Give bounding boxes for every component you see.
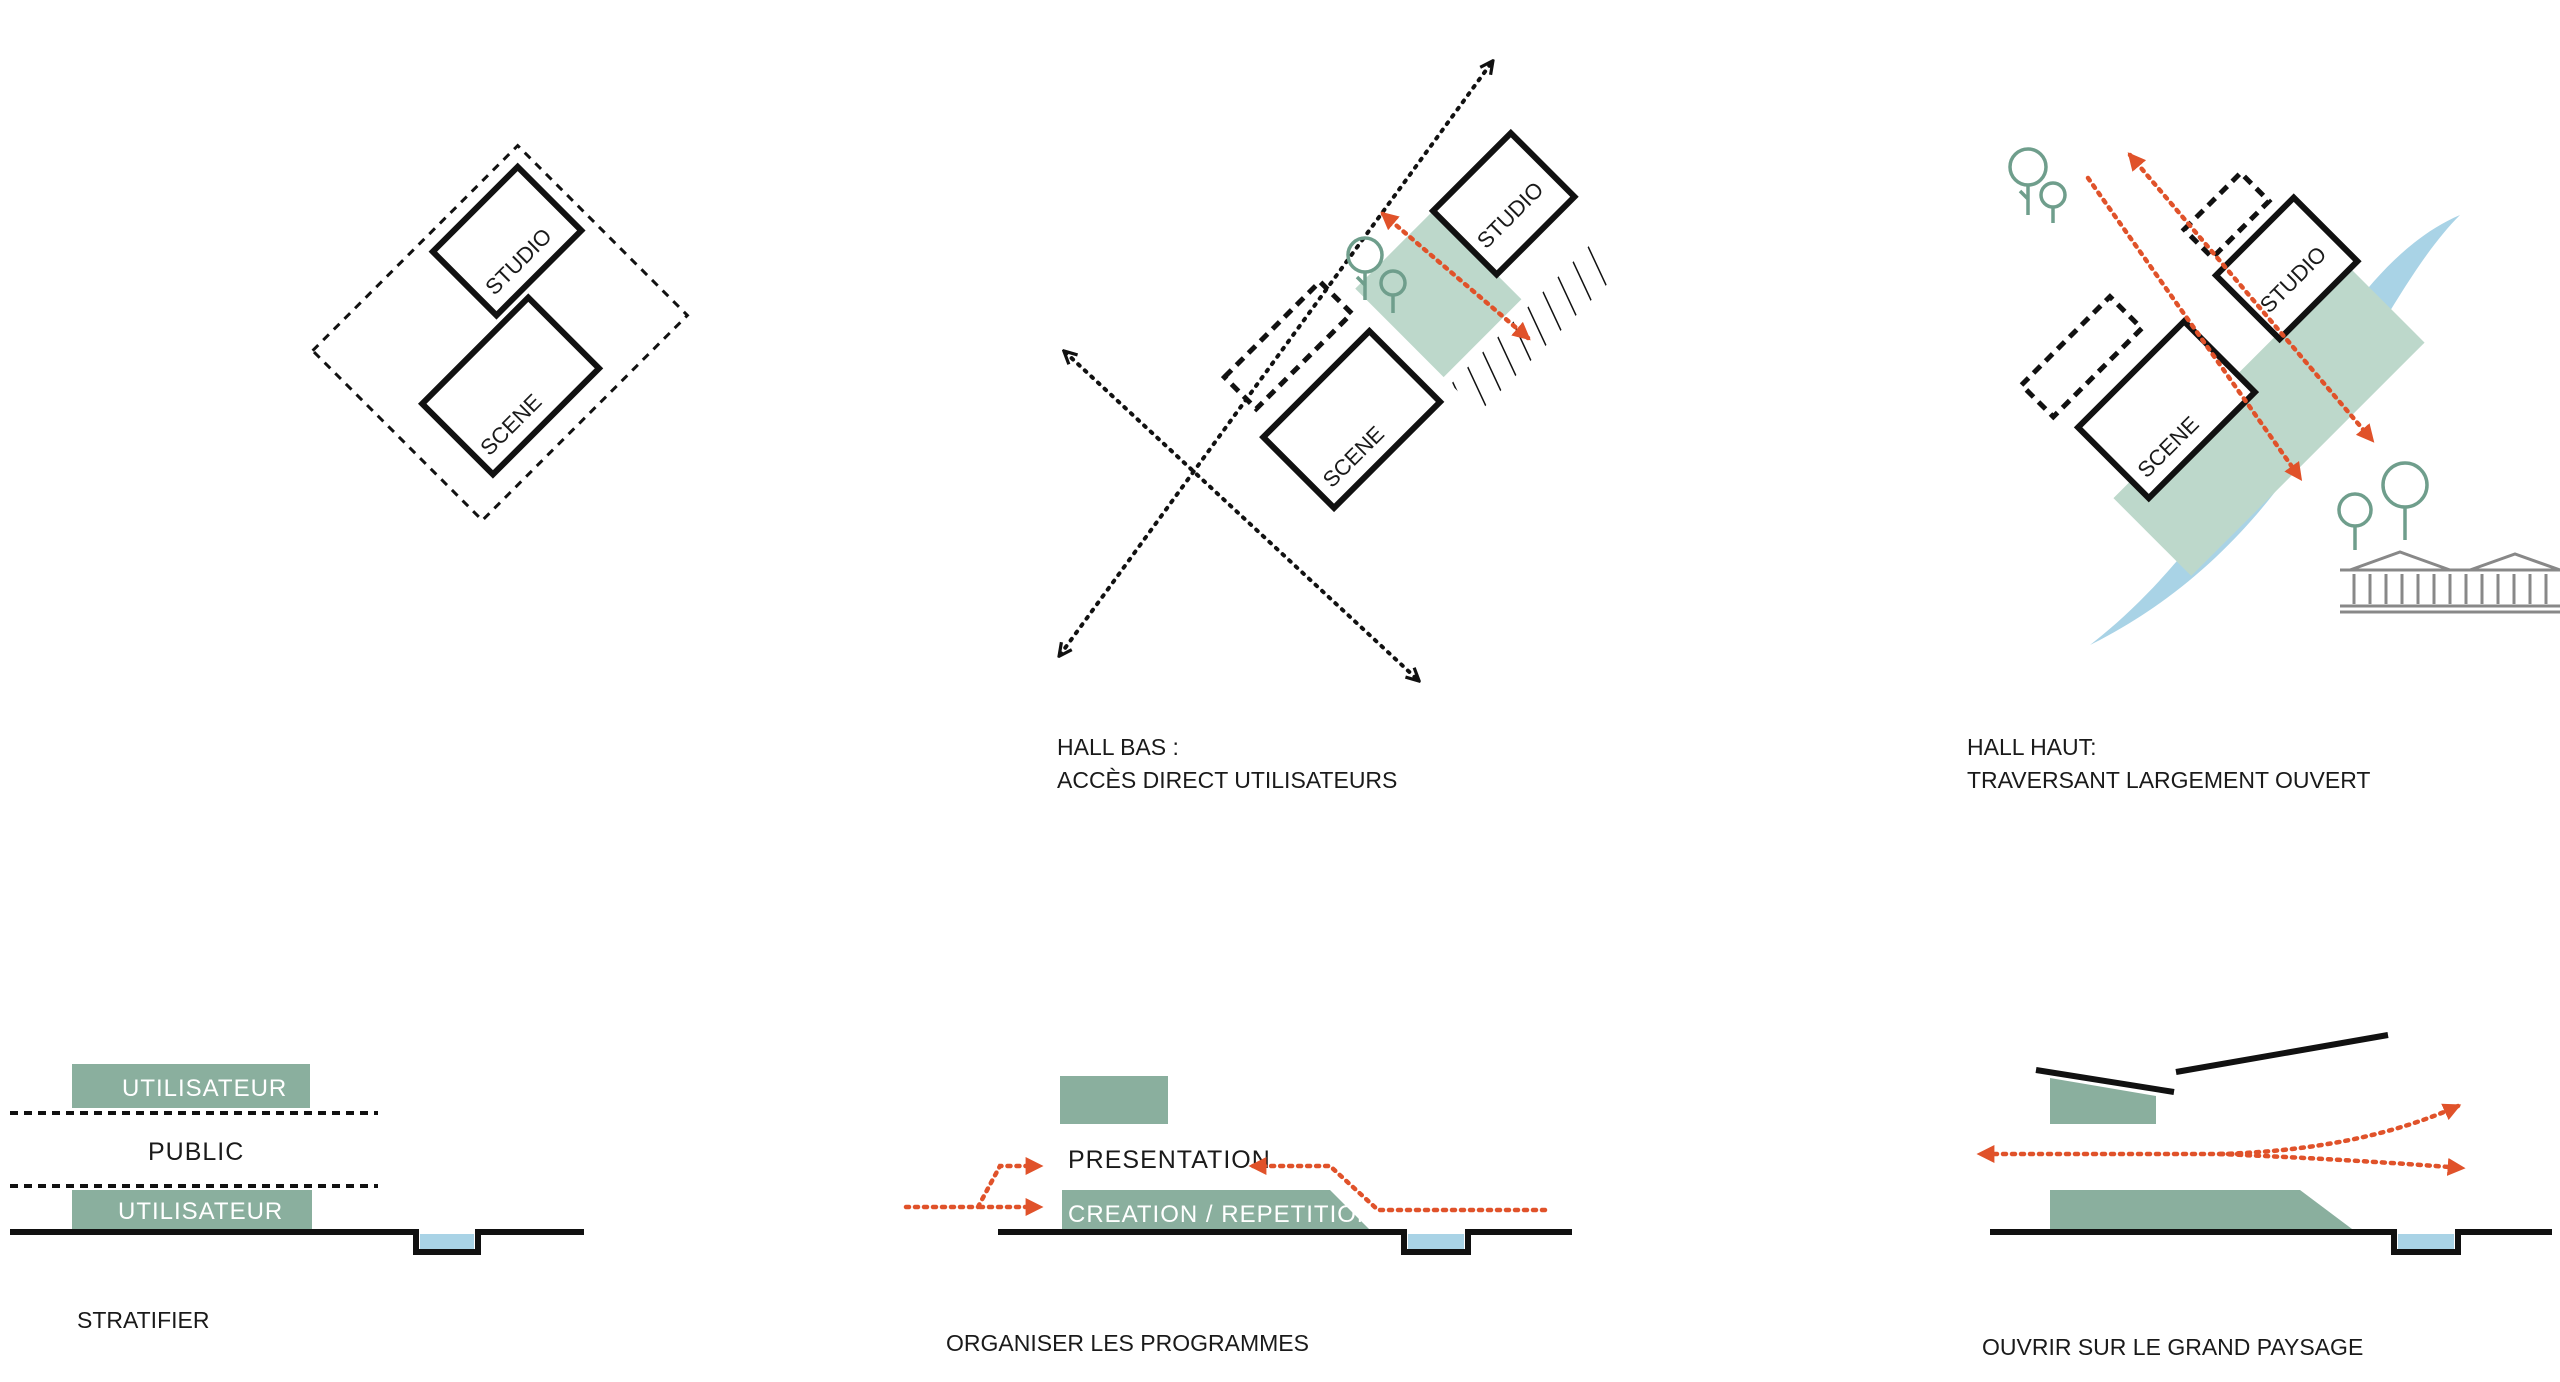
- section-diagram-1: UTILISATEUR PUBLIC UTILISATEUR: [10, 1064, 584, 1255]
- lower-block: [2050, 1190, 2356, 1232]
- creation-block: [1062, 1190, 1370, 1230]
- tree-icon: [1346, 236, 1384, 300]
- presentation-label: PRESENTATION: [1068, 1146, 1271, 1174]
- orange-flow-in-1: [903, 1157, 1044, 1210]
- plan3-caption-line1: HALL HAUT:: [1967, 734, 2097, 760]
- creation-label: CREATION / REPETITION: [1068, 1201, 1375, 1228]
- water-basin: [1408, 1234, 1464, 1249]
- utilisateur-block-bottom: [72, 1190, 312, 1230]
- tree-icon: [1379, 269, 1407, 313]
- presentation-block: [1060, 1076, 1168, 1124]
- orange-view-arrow-up: [2217, 1103, 2462, 1157]
- utilisateur-top-label: UTILISATEUR: [122, 1075, 287, 1102]
- scene-volume: [417, 293, 604, 479]
- section1-caption: STRATIFIER: [77, 1307, 209, 1333]
- axis-dotted-1: [1060, 62, 1492, 655]
- hatched-ground: [1450, 242, 1621, 413]
- plan2-caption-line1: HALL BAS :: [1057, 734, 1179, 760]
- ground-line: [10, 1229, 584, 1255]
- ground-line: [1990, 1229, 2552, 1255]
- section2-caption: ORGANISER LES PROGRAMMES: [946, 1330, 1309, 1356]
- orange-view-arrow-right: [2217, 1151, 2466, 1176]
- plan2-caption-line2: ACCÈS DIRECT UTILISATEURS: [1057, 767, 1397, 793]
- tree-icon: [2039, 181, 2067, 223]
- plan-diagram-1: SCENE STUDIO: [310, 143, 690, 523]
- plan3-caption-line2: TRAVERSANT LARGEMENT OUVERT: [1967, 767, 2370, 793]
- section-diagram-2: PRESENTATION CREATION / REPETITION: [903, 1076, 1572, 1255]
- ground-line: [998, 1229, 1572, 1255]
- plan-diagram-2: SCENE STUDIO: [1060, 62, 1621, 680]
- public-label: PUBLIC: [148, 1138, 244, 1166]
- palace-building-icon: [2340, 550, 2560, 614]
- utilisateur-block-top: [72, 1064, 310, 1108]
- orange-flow-arrow-2: [2127, 152, 2375, 443]
- section-diagram-3: [1976, 1032, 2552, 1255]
- roof-line-left: [2035, 1067, 2175, 1095]
- upper-hall-block: [2050, 1078, 2156, 1124]
- roof-line-right: [2175, 1032, 2389, 1075]
- utilisateur-bottom-label: UTILISATEUR: [118, 1198, 283, 1225]
- section3-caption: OUVRIR SUR LE GRAND PAYSAGE: [1982, 1334, 2363, 1360]
- tree-icon: [2381, 461, 2429, 540]
- tree-icon: [2008, 147, 2048, 215]
- water-basin: [420, 1234, 474, 1249]
- water-basin: [2398, 1234, 2454, 1249]
- ghost-volume-dashed: [1220, 278, 1356, 413]
- scene-label: SCENE: [475, 389, 546, 460]
- orange-flow-out: [1248, 1157, 1548, 1213]
- orange-flow-arrow: [1380, 211, 1531, 341]
- scene-volume: [1259, 326, 1445, 513]
- studio-volume: [428, 162, 586, 320]
- studio-label: STUDIO: [480, 223, 556, 299]
- axis-dotted-2: [1065, 352, 1418, 680]
- tree-icon: [2337, 492, 2373, 550]
- plan-diagram-3: SCENE STUDIO: [2008, 147, 2560, 645]
